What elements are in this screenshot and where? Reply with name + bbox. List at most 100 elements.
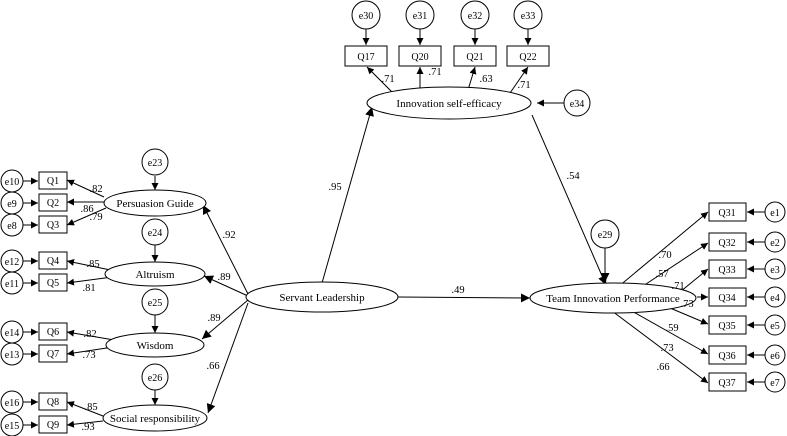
latent-wisdom: Wisdom [105, 332, 205, 358]
path-sl-al [203, 275, 249, 297]
coef-q7: .73 [82, 350, 95, 361]
svg-text:Q20: Q20 [411, 52, 428, 63]
svg-text:e29: e29 [598, 230, 612, 241]
svg-text:e3: e3 [770, 265, 779, 276]
indicator-q17: Q17 [344, 45, 388, 67]
svg-text:Q37: Q37 [718, 378, 735, 389]
arrow-ise-q17 [366, 66, 394, 94]
coef-q33: .71 [671, 281, 684, 292]
arrow-tip-q35 [669, 307, 709, 325]
indicator-q33: Q33 [708, 259, 747, 279]
indicator-q37: Q37 [708, 372, 747, 392]
error-e8: e8 [0, 213, 24, 237]
error-e34: e34 [563, 89, 591, 117]
error-e15: e15 [0, 413, 24, 436]
coef-q22: .71 [517, 80, 530, 91]
svg-text:e2: e2 [770, 238, 779, 249]
coef-sl-ise: .95 [328, 182, 341, 193]
indicator-q20: Q20 [398, 45, 442, 67]
svg-text:e13: e13 [5, 350, 19, 361]
latent-label: Innovation self-efficacy [396, 98, 502, 110]
indicator-q8: Q8 [38, 392, 68, 411]
svg-text:e25: e25 [148, 298, 162, 309]
svg-text:Q9: Q9 [47, 420, 59, 431]
coef-ise-tip: .54 [566, 171, 580, 182]
error-e2: e2 [764, 231, 786, 253]
coef-q35: .59 [665, 323, 678, 334]
error-e12: e12 [0, 249, 24, 273]
error-e24: e24 [141, 218, 169, 246]
arrow-sr-q8 [66, 401, 104, 417]
svg-text:e4: e4 [770, 293, 779, 304]
indicator-q7: Q7 [38, 344, 68, 363]
coef-q1: .82 [89, 184, 102, 195]
coef-q21: .63 [479, 74, 492, 85]
indicator-nodes: Q1 Q2 Q3 Q4 Q5 Q6 Q7 Q8 Q9 Q17 Q20 Q21 Q… [38, 45, 747, 434]
svg-text:e12: e12 [5, 257, 19, 268]
error-e16: e16 [0, 390, 24, 414]
svg-text:e11: e11 [5, 279, 19, 290]
error-e23: e23 [141, 148, 169, 176]
error-e9: e9 [0, 191, 24, 215]
arrow-pg-q1 [66, 179, 105, 198]
svg-text:e6: e6 [770, 351, 779, 362]
error-e31: e31 [405, 0, 435, 30]
error-e29: e29 [590, 219, 620, 249]
error-e25: e25 [141, 288, 169, 316]
indicator-q9: Q9 [38, 415, 68, 434]
latent-label: Team Innovation Performance [546, 293, 680, 305]
svg-text:e15: e15 [5, 421, 19, 432]
indicator-q36: Q36 [708, 345, 747, 365]
svg-text:e32: e32 [468, 11, 482, 22]
svg-text:e30: e30 [359, 11, 373, 22]
path-sl-pg [202, 204, 249, 295]
svg-text:Q1: Q1 [47, 176, 59, 187]
svg-text:e8: e8 [7, 221, 16, 232]
coef-q5: .81 [82, 283, 95, 294]
coef-q8: .85 [84, 402, 97, 413]
svg-text:e14: e14 [5, 328, 19, 339]
error-e13: e13 [0, 342, 24, 366]
coef-sl-tip: .49 [451, 285, 464, 296]
svg-text:e34: e34 [570, 99, 584, 110]
svg-text:e9: e9 [7, 199, 16, 210]
coef-q37: .66 [656, 362, 669, 373]
coef-q2: .86 [80, 204, 93, 215]
svg-text:Q8: Q8 [47, 397, 59, 408]
error-e26: e26 [141, 363, 169, 391]
error-e32: e32 [460, 0, 490, 30]
svg-text:Q32: Q32 [718, 238, 735, 249]
svg-text:Q35: Q35 [718, 321, 735, 332]
svg-text:Q3: Q3 [47, 220, 59, 231]
svg-text:Q5: Q5 [47, 278, 59, 289]
svg-text:Q31: Q31 [718, 208, 735, 219]
coef-sl-wi: .89 [207, 313, 220, 324]
coef-q3: .79 [89, 212, 102, 223]
arrow-tip-q36 [629, 309, 709, 355]
arrow-tip-q37 [611, 310, 709, 384]
coef-q32: .57 [655, 269, 668, 280]
coefficient-labels: .95 .49 .54 .92 .89 .89 .66 .82 .86 .79 … [80, 67, 693, 433]
svg-text:e10: e10 [5, 177, 19, 188]
indicator-q31: Q31 [708, 202, 747, 222]
svg-text:e24: e24 [148, 228, 162, 239]
coef-q4: .85 [86, 259, 99, 270]
svg-text:Q6: Q6 [47, 327, 59, 338]
svg-text:Q36: Q36 [718, 351, 735, 362]
latent-innovation-self-efficacy: Innovation self-efficacy [366, 86, 532, 120]
indicator-q6: Q6 [38, 322, 68, 341]
error-e7: e7 [764, 371, 786, 393]
error-e5: e5 [764, 314, 786, 336]
indicator-q21: Q21 [453, 45, 497, 67]
coef-sl-pg: .92 [222, 230, 235, 241]
latent-altruism: Altruism [104, 261, 206, 287]
svg-text:Q21: Q21 [466, 52, 483, 63]
svg-text:Q7: Q7 [47, 349, 59, 360]
latent-nodes: Servant Leadership Innovation self-effic… [102, 86, 697, 432]
indicator-q3: Q3 [38, 215, 68, 234]
arrow-tip-q33 [679, 268, 709, 293]
arrow-ise-q22 [509, 66, 529, 94]
error-e6: e6 [764, 344, 786, 366]
